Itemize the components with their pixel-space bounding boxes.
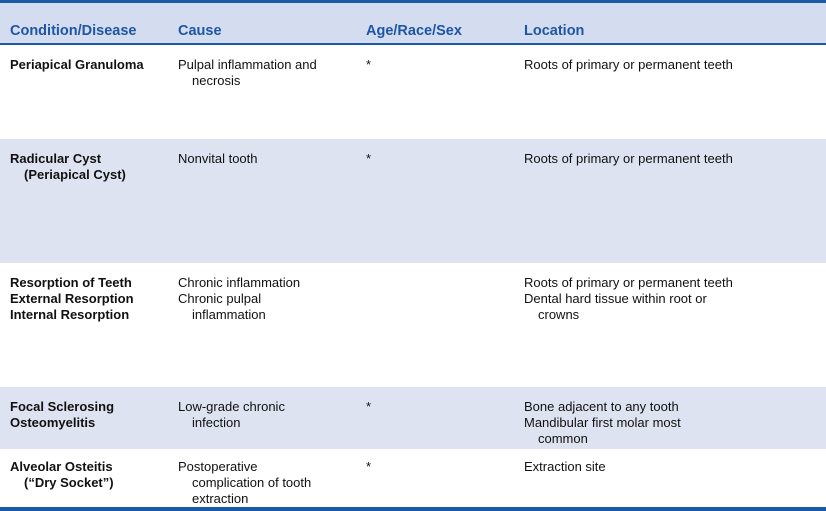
condition-text: (“Dry Socket”) — [24, 475, 114, 490]
cause-text: infection — [192, 415, 241, 430]
table-row: Radicular Cyst (Periapical Cyst) Nonvita… — [0, 139, 826, 263]
condition-cell: Focal Sclerosing Osteomyelitis — [10, 399, 114, 431]
cause-text: Nonvital tooth — [178, 151, 258, 166]
condition-text: Resorption of Teeth — [10, 275, 132, 290]
table-row: Resorption of Teeth External Resorption … — [0, 263, 826, 387]
cause-cell: Pulpal inflammation and necrosis — [178, 57, 317, 89]
location-text: Dental hard tissue within root or — [524, 291, 707, 306]
condition-text: Internal Resorption — [10, 307, 130, 322]
location-cell: Roots of primary or permanent teeth — [524, 57, 733, 73]
table-row: Focal Sclerosing Osteomyelitis Low-grade… — [0, 387, 826, 449]
age-race-sex-text: * — [366, 151, 372, 166]
table-header: Condition/Disease Cause Age/Race/Sex Loc… — [0, 3, 826, 45]
cause-cell: Nonvital tooth — [178, 151, 258, 167]
cause-text: Chronic inflammation — [178, 275, 301, 290]
table-row: Alveolar Osteitis (“Dry Socket”) Postope… — [0, 449, 826, 507]
condition-text: (Periapical Cyst) — [24, 167, 126, 182]
cause-text: extraction — [192, 491, 249, 506]
condition-text: Periapical Granuloma — [10, 57, 144, 72]
location-text: Roots of primary or permanent teeth — [524, 151, 733, 166]
cause-cell: Chronic inflammation Chronic pulpal infl… — [178, 275, 300, 323]
cause-text: inflammation — [192, 307, 266, 322]
age-race-sex-cell: * — [366, 399, 371, 415]
location-cell: Roots of primary or permanent teeth Dent… — [524, 275, 733, 323]
header-condition: Condition/Disease — [10, 23, 137, 39]
location-text: Roots of primary or permanent teeth — [524, 275, 733, 290]
header-location: Location — [524, 23, 585, 39]
condition-cell: Periapical Granuloma — [10, 57, 144, 73]
condition-cell: Resorption of Teeth External Resorption … — [10, 275, 134, 323]
condition-text: Radicular Cyst — [10, 151, 102, 166]
cause-cell: Postoperative complication of tooth extr… — [178, 459, 311, 507]
location-text: Extraction site — [524, 459, 606, 474]
location-text: Bone adjacent to any tooth — [524, 399, 679, 414]
condition-cell: Radicular Cyst (Periapical Cyst) — [10, 151, 126, 183]
condition-text: Focal Sclerosing — [10, 399, 115, 414]
condition-text: Alveolar Osteitis — [10, 459, 113, 474]
location-text: Mandibular first molar most — [524, 415, 681, 430]
cause-text: Low-grade chronic — [178, 399, 285, 414]
condition-text: Osteomyelitis — [10, 415, 96, 430]
cause-text: Postoperative — [178, 459, 258, 474]
age-race-sex-cell: * — [366, 459, 371, 475]
location-text: crowns — [538, 307, 580, 322]
age-race-sex-text: * — [366, 57, 372, 72]
cause-text: complication of tooth — [192, 475, 312, 490]
table-row: Periapical Granuloma Pulpal inflammation… — [0, 45, 826, 139]
condition-text: External Resorption — [10, 291, 134, 306]
header-age-race-sex: Age/Race/Sex — [366, 23, 462, 39]
cause-cell: Low-grade chronic infection — [178, 399, 285, 431]
location-text: common — [538, 431, 588, 446]
condition-cell: Alveolar Osteitis (“Dry Socket”) — [10, 459, 114, 491]
location-cell: Extraction site — [524, 459, 606, 475]
age-race-sex-text: * — [366, 459, 372, 474]
cause-text: Pulpal inflammation and — [178, 57, 317, 72]
location-text: Roots of primary or permanent teeth — [524, 57, 733, 72]
age-race-sex-cell: * — [366, 151, 371, 167]
cause-text: necrosis — [192, 73, 241, 88]
age-race-sex-text: * — [366, 399, 372, 414]
location-cell: Roots of primary or permanent teeth — [524, 151, 733, 167]
header-cause: Cause — [178, 23, 222, 39]
age-race-sex-cell: * — [366, 57, 371, 73]
cause-text: Chronic pulpal — [178, 291, 262, 306]
location-cell: Bone adjacent to any tooth Mandibular fi… — [524, 399, 681, 447]
